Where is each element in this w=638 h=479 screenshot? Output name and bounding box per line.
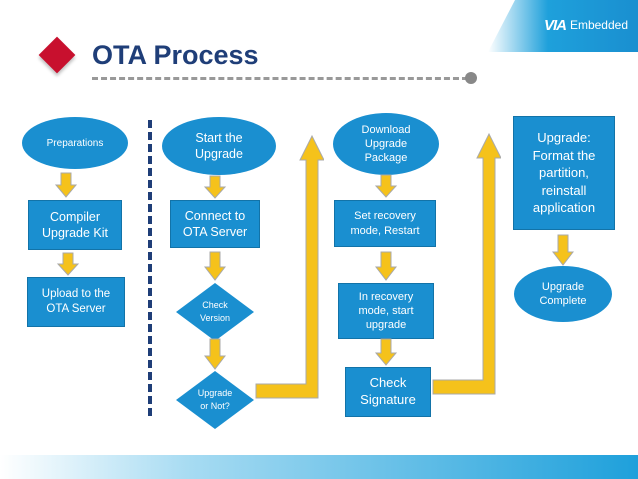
slide-title: OTA Process <box>92 40 259 70</box>
column-separator <box>148 120 152 416</box>
arrow-in-recovery-to-check-signature <box>374 338 398 366</box>
footer-band <box>0 455 638 479</box>
check-version-shape <box>176 283 254 341</box>
logo-mark: VIA <box>543 16 567 34</box>
title-line-dot <box>465 72 477 84</box>
title-underline <box>92 77 468 80</box>
arrow-check-version-to-upgrade-or-not <box>203 338 227 370</box>
arrow-connect-to-check-version <box>203 251 227 281</box>
arrow-set-recovery-to-in-recovery <box>374 251 398 281</box>
arrow-download-to-set-recovery <box>374 174 398 198</box>
arrow-compiler-to-upload <box>56 252 80 276</box>
arrow-check-signature-to-format <box>432 132 501 395</box>
upgrade-or-not-shape <box>176 371 254 429</box>
title-bullet-diamond <box>38 36 76 74</box>
arrow-start-to-connect <box>203 175 227 199</box>
arrow-format-to-complete <box>551 234 575 266</box>
header-corner-band <box>488 0 638 52</box>
arrow-upgrade-or-not-to-download <box>255 134 324 399</box>
company-logo: VIA Embedded <box>544 16 628 34</box>
logo-text: Embedded <box>569 18 628 32</box>
arrow-preparations-to-compiler <box>54 172 78 198</box>
node-preparations: Preparations <box>22 117 128 169</box>
